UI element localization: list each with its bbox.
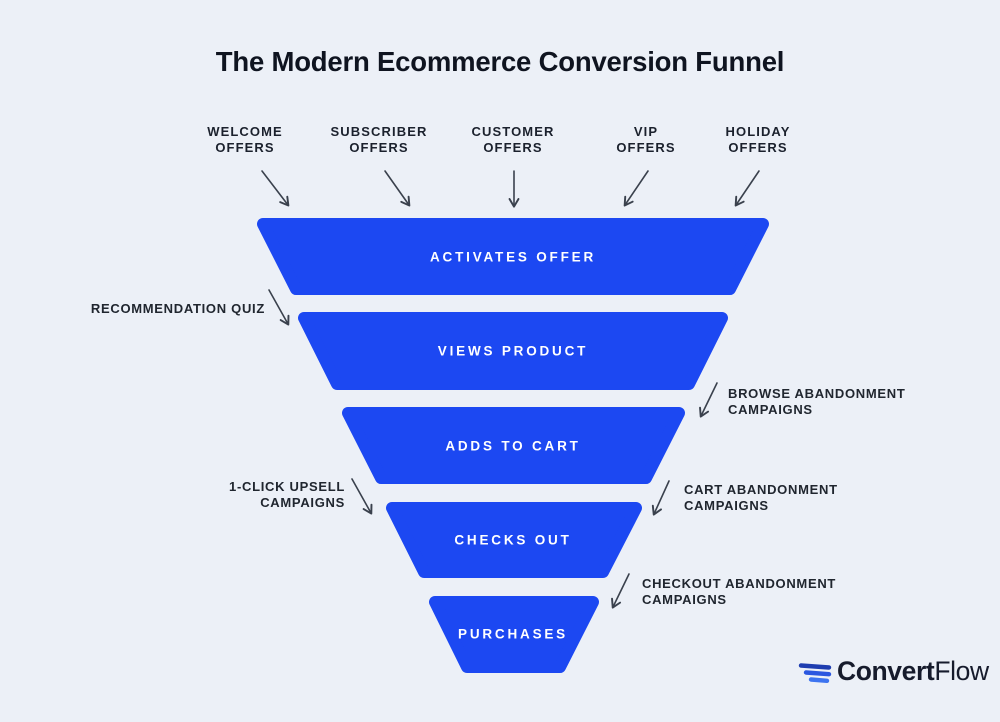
side-label-cart-abandonment: CART ABANDONMENT CAMPAIGNS: [684, 482, 838, 514]
top-label-subscriber-offers: SUBSCRIBER OFFERS: [331, 124, 428, 155]
top-label-line: CUSTOMER: [471, 124, 555, 139]
arrow-subscriber-offers-icon: [384, 170, 411, 207]
arrow-holiday-offers-icon: [734, 170, 760, 207]
arrow-cart-abandonment-icon: [651, 480, 670, 516]
logo-text-flow: Flow: [934, 656, 989, 686]
top-label-line: VIP: [633, 124, 659, 139]
stage-label-adds-to-cart: ADDS TO CART: [445, 438, 581, 454]
top-label-line: OFFERS: [728, 139, 788, 155]
arrow-browse-abandonment-icon: [699, 382, 718, 418]
arrow-checkout-abandonment-icon: [611, 573, 630, 609]
side-label-line: CAMPAIGNS: [642, 592, 727, 607]
funnel-segment-views-product: [298, 312, 728, 390]
side-label-line: BROWSE ABANDONMENT: [728, 386, 906, 401]
funnel-segment-purchases: [429, 596, 599, 673]
stage-label-activates-offer: ACTIVATES OFFER: [430, 249, 596, 265]
top-label-customer-offers: CUSTOMER OFFERS: [472, 124, 555, 155]
side-label-recommendation-quiz: RECOMMENDATION QUIZ: [90, 301, 265, 316]
funnel-segment-checks-out: [386, 502, 642, 578]
side-label-line: CHECKOUT ABANDONMENT: [642, 576, 837, 591]
top-label-line: HOLIDAY: [725, 124, 791, 139]
top-label-line: OFFERS: [215, 139, 275, 155]
arrow-welcome-offers-icon: [261, 170, 290, 207]
side-label-line: CAMPAIGNS: [684, 498, 769, 513]
top-label-line: SUBSCRIBER: [330, 124, 428, 139]
funnel-segment-activates-offer: [257, 218, 769, 295]
funnel-segment-adds-to-cart: [342, 407, 685, 484]
top-label-welcome-offers: WELCOME OFFERS: [207, 124, 283, 155]
side-label-checkout-abandonment: CHECKOUT ABANDONMENT CAMPAIGNS: [642, 576, 836, 608]
side-label-one-click-upsell: 1-CLICK UPSELL CAMPAIGNS: [229, 479, 345, 511]
top-label-vip-offers: VIP OFFERS: [616, 124, 675, 155]
top-label-holiday-offers: HOLIDAY OFFERS: [725, 124, 790, 155]
arrow-one-click-upsell-icon: [351, 478, 373, 515]
top-label-line: OFFERS: [616, 139, 676, 155]
side-label-line: CAMPAIGNS: [260, 495, 345, 510]
convertflow-logo: ConvertFlow: [796, 656, 989, 687]
logo-wordmark: ConvertFlow: [837, 656, 989, 687]
side-label-line: CART ABANDONMENT: [684, 482, 838, 497]
arrow-vip-offers-icon: [623, 170, 649, 207]
stage-label-views-product: VIEWS PRODUCT: [437, 343, 589, 359]
arrows: [261, 170, 760, 609]
wing-icon: [798, 662, 832, 683]
top-label-line: OFFERS: [483, 139, 543, 155]
stage-label-purchases: PURCHASES: [458, 626, 568, 642]
top-label-line: OFFERS: [349, 139, 409, 155]
logo-text-convert: Convert: [837, 656, 935, 686]
funnel-segments: [257, 218, 769, 673]
top-label-line: WELCOME: [207, 124, 283, 139]
arrow-recommendation-quiz-icon: [268, 289, 290, 326]
stage-label-checks-out: CHECKS OUT: [454, 532, 572, 548]
page-title: The Modern Ecommerce Conversion Funnel: [215, 46, 785, 77]
side-label-line: 1-CLICK UPSELL: [229, 479, 345, 494]
side-label-line: CAMPAIGNS: [728, 402, 813, 417]
side-label-browse-abandonment: BROWSE ABANDONMENT CAMPAIGNS: [728, 386, 906, 418]
